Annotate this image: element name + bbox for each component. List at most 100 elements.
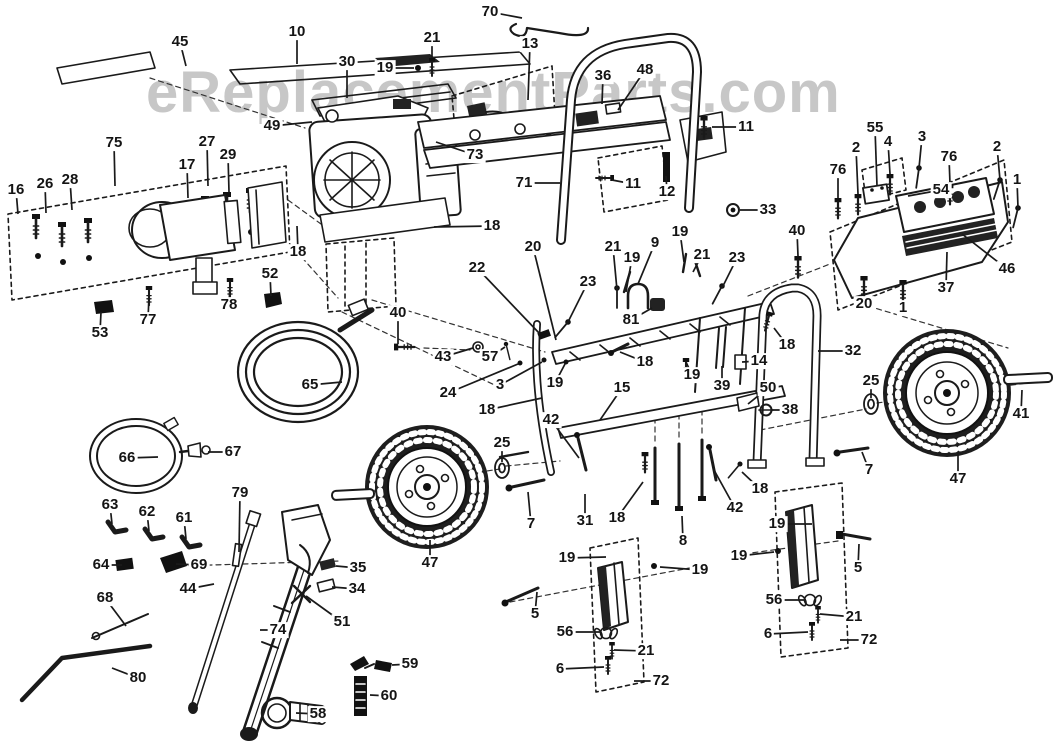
callout-3: 3	[915, 128, 929, 146]
callout-64: 64	[90, 556, 112, 574]
callout-19: 19	[374, 59, 396, 77]
callout-19: 19	[689, 561, 711, 579]
callout-23: 23	[726, 249, 748, 267]
callout-6: 6	[761, 625, 775, 643]
callout-13: 13	[519, 35, 541, 53]
callout-34: 34	[346, 580, 368, 598]
callout-81: 81	[620, 311, 642, 329]
callout-5: 5	[851, 559, 865, 577]
callout-49: 49	[261, 117, 283, 135]
callout-42: 42	[540, 411, 562, 429]
callout-21: 21	[691, 246, 713, 264]
callout-26: 26	[34, 175, 56, 193]
callout-40: 40	[387, 304, 409, 322]
callout-19: 19	[728, 547, 750, 565]
callout-18: 18	[481, 217, 503, 235]
callout-18: 18	[634, 353, 656, 371]
callout-19: 19	[669, 223, 691, 241]
callout-47: 47	[419, 554, 441, 572]
callout-29: 29	[217, 146, 239, 164]
callout-66: 66	[116, 449, 138, 467]
callout-23: 23	[577, 273, 599, 291]
right-wheel	[883, 329, 1054, 457]
callout-10: 10	[286, 23, 308, 41]
callout-19: 19	[681, 366, 703, 384]
callout-78: 78	[218, 296, 240, 314]
callout-20: 20	[853, 295, 875, 313]
callout-7: 7	[524, 515, 538, 533]
callout-75: 75	[103, 134, 125, 152]
callout-52: 52	[259, 265, 281, 283]
callout-20: 20	[522, 238, 544, 256]
callout-41: 41	[1010, 405, 1032, 423]
callout-56: 56	[763, 591, 785, 609]
callout-21: 21	[635, 642, 657, 660]
callout-60: 60	[378, 687, 400, 705]
callout-18: 18	[476, 401, 498, 419]
callout-53: 53	[89, 324, 111, 342]
pump-assembly	[7, 165, 291, 314]
callout-11: 11	[623, 175, 643, 193]
handle	[556, 32, 702, 245]
callout-19: 19	[556, 549, 578, 567]
callout-3: 3	[493, 376, 507, 394]
callout-43: 43	[432, 348, 454, 366]
callout-68: 68	[94, 589, 116, 607]
callout-40: 40	[786, 222, 808, 240]
callout-63: 63	[99, 496, 121, 514]
callout-36: 36	[592, 67, 614, 85]
callout-6: 6	[553, 660, 567, 678]
callout-30: 30	[336, 53, 358, 71]
callout-56: 56	[554, 623, 576, 641]
callout-42: 42	[724, 499, 746, 517]
engine	[308, 95, 462, 313]
callout-21: 21	[421, 29, 443, 47]
callout-28: 28	[59, 171, 81, 189]
small-tube	[89, 416, 183, 494]
callout-37: 37	[935, 279, 957, 297]
callout-76: 76	[938, 148, 960, 166]
callout-35: 35	[347, 559, 369, 577]
callout-21: 21	[843, 608, 865, 626]
callout-72: 72	[650, 672, 672, 690]
callout-19: 19	[766, 515, 788, 533]
callout-16: 16	[5, 181, 27, 199]
callout-76: 76	[827, 161, 849, 179]
callout-25: 25	[860, 372, 882, 390]
callout-2: 2	[849, 139, 863, 157]
callout-2: 2	[990, 138, 1004, 156]
callout-74: 74	[267, 621, 289, 639]
callout-38: 38	[779, 401, 801, 419]
callout-9: 9	[648, 234, 662, 252]
callout-51: 51	[331, 613, 353, 631]
callout-24: 24	[437, 384, 459, 402]
callout-1: 1	[896, 299, 910, 317]
callout-7: 7	[862, 461, 876, 479]
callout-48: 48	[634, 61, 656, 79]
high-pressure-hose	[236, 298, 375, 424]
callout-67: 67	[222, 443, 244, 461]
callout-70: 70	[479, 3, 501, 21]
callout-14: 14	[748, 352, 770, 370]
callout-19: 19	[621, 249, 643, 267]
callout-18: 18	[606, 509, 628, 527]
foot-bracket-left	[501, 537, 657, 693]
callout-39: 39	[711, 377, 733, 395]
callout-50: 50	[757, 379, 779, 397]
callout-77: 77	[137, 311, 159, 329]
callout-21: 21	[602, 238, 624, 256]
callout-61: 61	[173, 509, 195, 527]
callout-1: 1	[1010, 171, 1024, 189]
callout-27: 27	[196, 133, 218, 151]
callout-47: 47	[947, 470, 969, 488]
callout-11: 11	[736, 118, 756, 136]
callout-22: 22	[466, 259, 488, 277]
callout-58: 58	[307, 705, 329, 723]
callout-65: 65	[299, 376, 321, 394]
callout-25: 25	[491, 434, 513, 452]
battery-panel	[793, 157, 1023, 311]
callout-31: 31	[574, 512, 596, 530]
callout-54: 54	[930, 181, 952, 199]
